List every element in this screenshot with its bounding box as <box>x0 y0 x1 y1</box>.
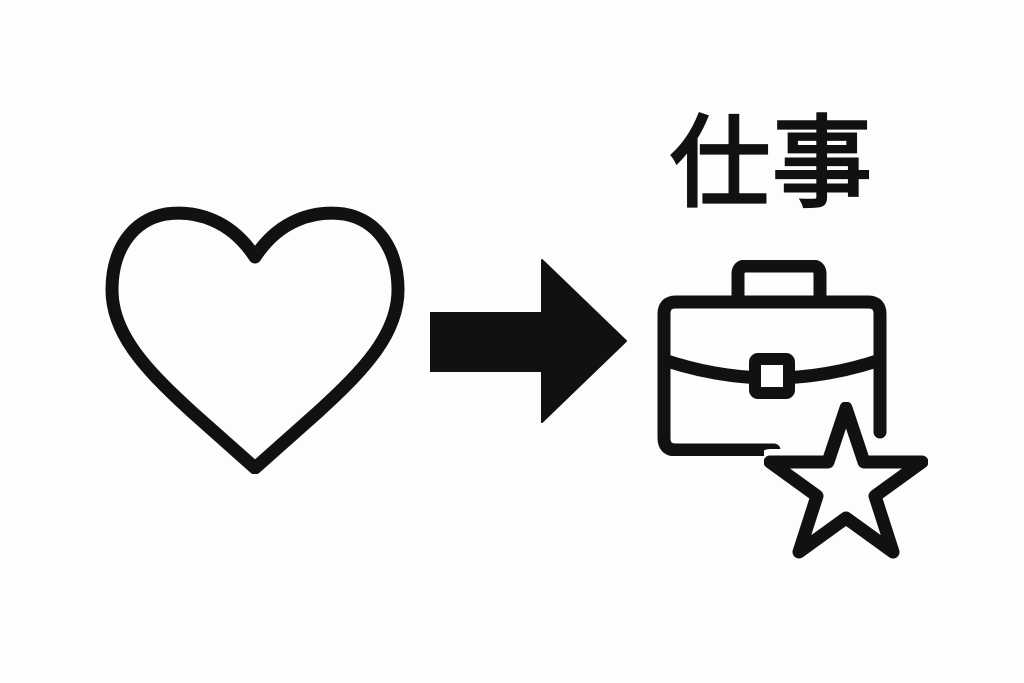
job-label: 仕事 <box>670 105 874 222</box>
star-icon <box>764 402 928 560</box>
briefcase-icon <box>657 260 887 456</box>
heart-icon <box>105 206 405 474</box>
arrow-right-icon <box>430 259 627 423</box>
